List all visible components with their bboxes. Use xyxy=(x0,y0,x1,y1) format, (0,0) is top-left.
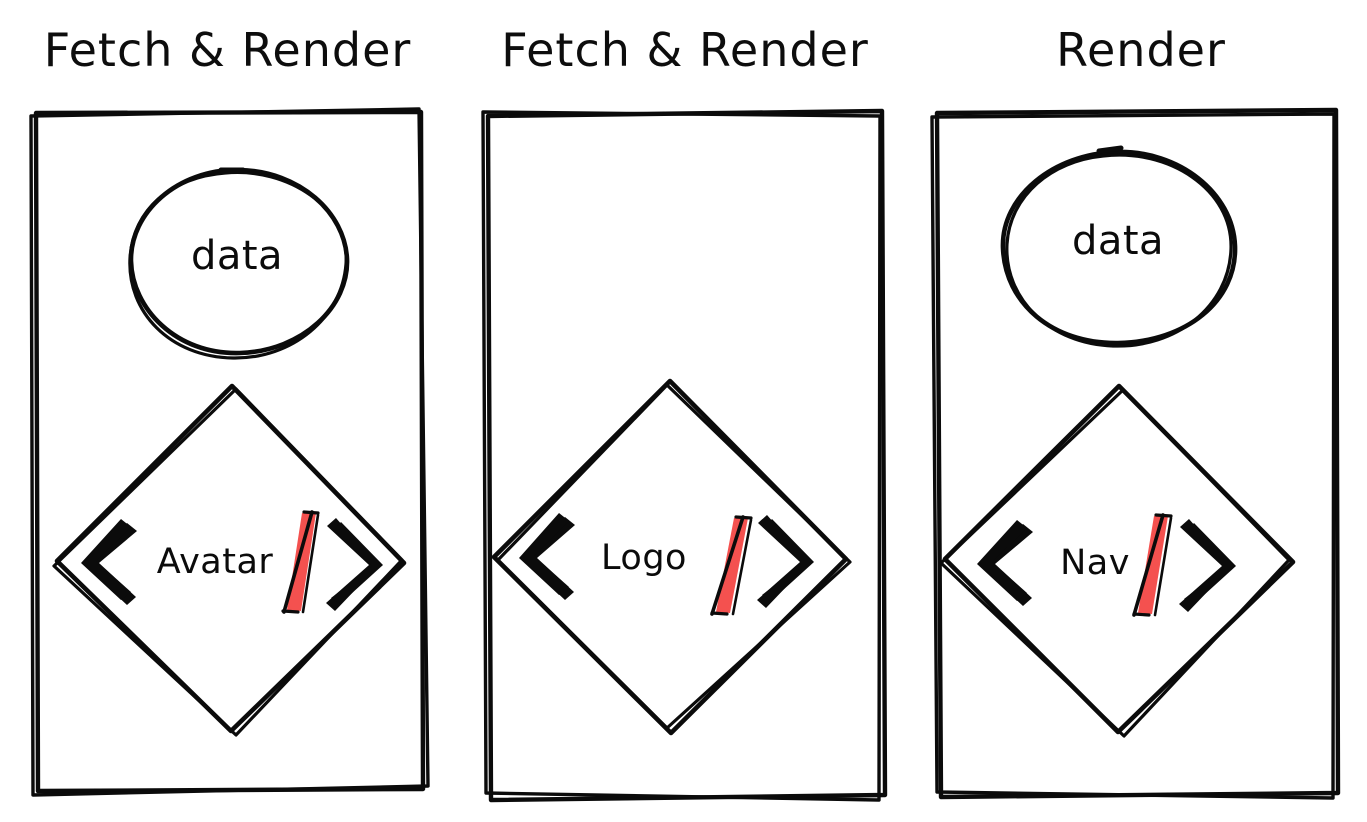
panel-2-sketch: Logo xyxy=(481,108,888,803)
panel-2-diamond xyxy=(491,378,852,736)
panel-3-component-name: Nav xyxy=(1060,543,1130,583)
panel-3-diamond xyxy=(939,383,1296,738)
angle-bracket-close-icon xyxy=(757,515,814,608)
panel-3-sketch: data Nav xyxy=(930,107,1341,800)
panel-2-component-tag: Logo xyxy=(519,513,814,616)
panel-1-data-circle xyxy=(128,167,350,360)
panel-1-frame xyxy=(29,107,430,797)
panel-2-component-name: Logo xyxy=(601,538,687,578)
panel-1-diamond xyxy=(52,383,407,737)
angle-bracket-close-icon xyxy=(326,518,383,611)
panel-1-component-name: Avatar xyxy=(157,542,274,582)
panel-1-title: Fetch & Render xyxy=(43,23,412,77)
panel-1-sketch: data Avatar xyxy=(29,107,430,797)
angle-bracket-open-icon xyxy=(81,519,137,605)
panel-3-data-circle xyxy=(1000,145,1238,348)
panel-3-component-tag: Nav xyxy=(977,513,1236,617)
self-closing-slash-icon xyxy=(1132,513,1173,617)
panel-2-title: Fetch & Render xyxy=(501,23,869,77)
panel-1-column: Fetch & Render data xyxy=(0,0,455,822)
panel-3-column: Render data Nav xyxy=(915,0,1367,822)
self-closing-slash-icon xyxy=(281,510,320,614)
panel-3-title: Render xyxy=(1056,23,1226,77)
panel-2-frame xyxy=(481,108,888,803)
angle-bracket-close-icon xyxy=(977,520,1033,606)
panel-3-data-label: data xyxy=(1072,218,1164,264)
self-closing-slash-icon xyxy=(710,515,753,616)
panel-3-frame xyxy=(930,107,1341,800)
panel-2-column: Fetch & Render Logo xyxy=(455,0,915,822)
panel-1-data-label: data xyxy=(191,233,283,279)
angle-bracket-open-icon xyxy=(1179,519,1236,612)
panel-1-component-tag: Avatar xyxy=(81,510,383,614)
angle-bracket-open-icon xyxy=(519,513,575,600)
